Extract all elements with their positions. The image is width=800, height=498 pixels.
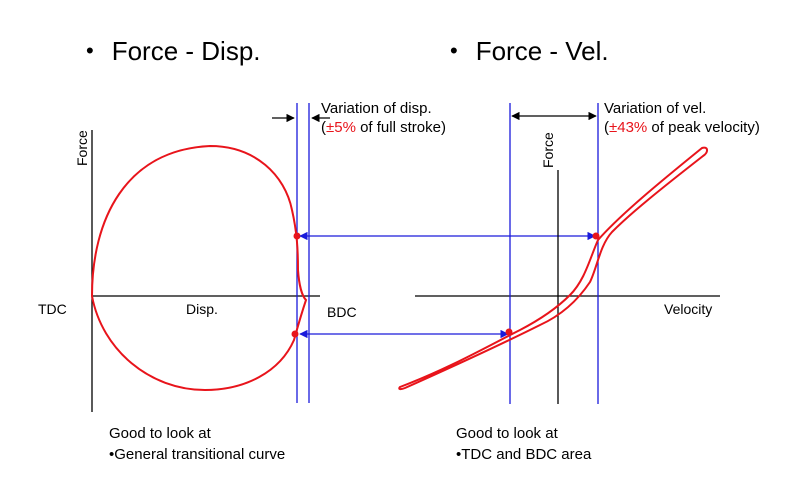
left-lower-marker — [291, 330, 299, 338]
right-note: Good to look at •TDC and BDC area — [456, 423, 591, 465]
bullet-icon: • — [86, 38, 94, 63]
right-note-line1: Good to look at — [456, 425, 558, 442]
left-y-axis-label: Force — [74, 130, 90, 166]
right-x-axis-label: Velocity — [664, 301, 713, 317]
left-annotation: Variation of disp. (±5% of full stroke) — [321, 99, 446, 137]
force-disp-curve — [90, 144, 308, 392]
left-upper-marker — [293, 232, 301, 240]
right-heading: • Force - Vel. — [450, 36, 609, 67]
right-lower-marker — [505, 328, 513, 336]
left-annotation-line2: (±5% of full stroke) — [321, 119, 446, 136]
right-heading-text: Force - Vel. — [475, 36, 609, 66]
left-heading-text: Force - Disp. — [111, 36, 261, 66]
right-y-axis-label: Force — [540, 132, 556, 168]
left-note: Good to look at •General transitional cu… — [109, 423, 285, 465]
left-note-line1: Good to look at — [109, 425, 211, 442]
force-vel-curve — [398, 146, 708, 391]
left-note-line2: •General transitional curve — [109, 446, 286, 463]
left-heading: • Force - Disp. — [86, 36, 261, 67]
right-note-line2: •TDC and BDC area — [456, 446, 592, 463]
right-annotation-highlight: ±43% — [609, 119, 648, 136]
right-annotation-line2: (±43% of peak velocity) — [604, 119, 760, 136]
tdc-label: TDC — [38, 301, 67, 317]
right-upper-marker — [592, 232, 600, 240]
left-annotation-line1: Variation of disp. — [321, 100, 432, 117]
bdc-label: BDC — [327, 304, 357, 320]
right-annotation: Variation of vel. (±43% of peak velocity… — [604, 99, 760, 137]
left-x-axis-label: Disp. — [186, 301, 218, 317]
bullet-icon: • — [450, 38, 458, 63]
left-annotation-highlight: ±5% — [326, 119, 356, 136]
right-annotation-line1: Variation of vel. — [604, 100, 707, 117]
